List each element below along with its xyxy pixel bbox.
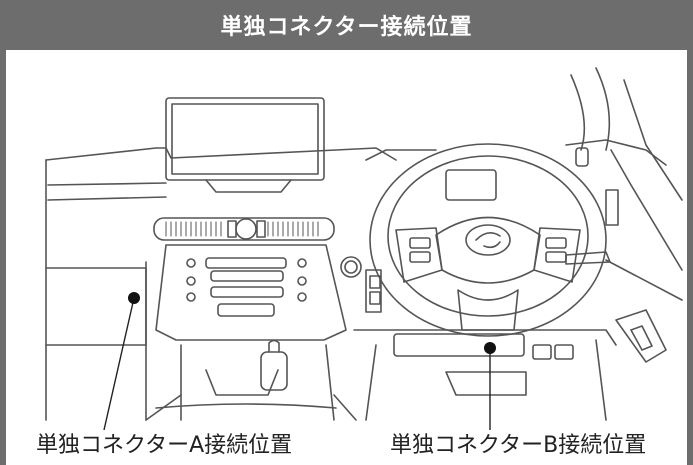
connector-a-label: 単独コネクターA接続位置 — [36, 433, 293, 458]
page-title: 単独コネクター接続位置 — [0, 0, 693, 50]
connector-b-marker — [484, 342, 496, 354]
connector-b-label: 単独コネクターB接続位置 — [390, 433, 647, 458]
dashboard-illustration — [45, 67, 683, 431]
connector-a-marker — [128, 292, 140, 304]
